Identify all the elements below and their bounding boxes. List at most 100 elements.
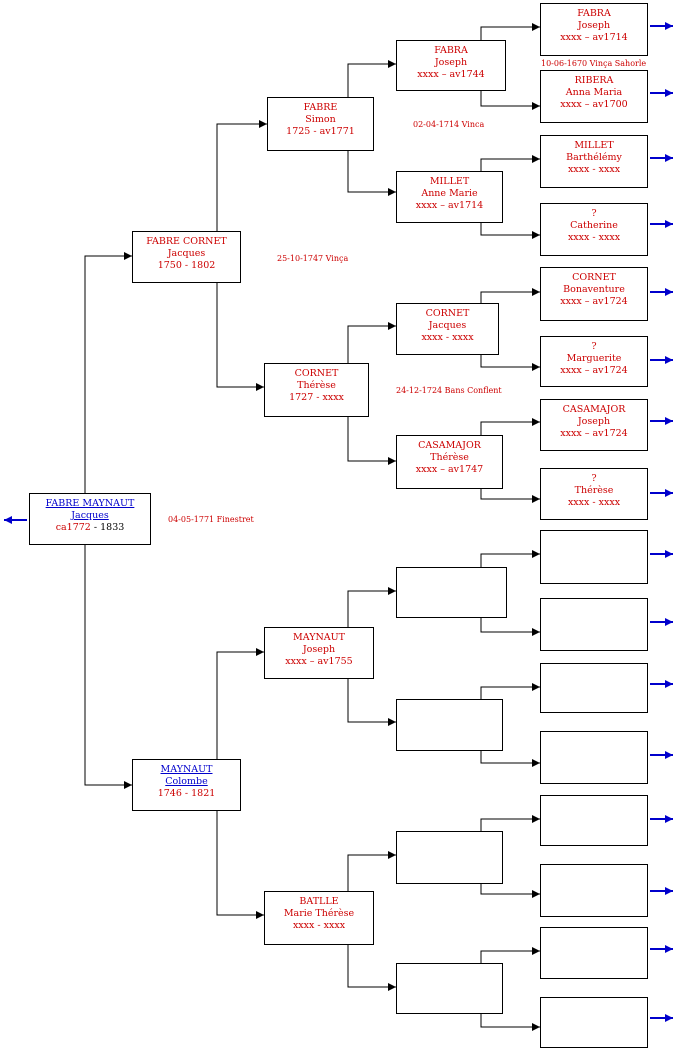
person-mmfm-empty[interactable] [540,864,648,917]
person-fmmm-given: Thérèse [574,485,614,496]
connector-root-father [84,252,132,493]
person-fmm[interactable]: CASAMAJOR Thérèse xxxx – av1747 [396,435,503,489]
connector-mm-mmf [347,851,396,891]
person-mf-surname: MAYNAUT [293,632,345,643]
person-ff[interactable]: FABRE Simon 1725 - av1771 [267,97,374,151]
person-fmfm-surname: ? [591,341,597,352]
marriage-father-parents: 25-10-1747 Vinça [277,254,349,263]
person-root-surname[interactable]: FABRE MAYNAUT [45,498,135,509]
person-mfff-empty[interactable] [540,530,648,584]
person-mmf-empty[interactable] [396,831,503,884]
person-fff-dates: xxxx – av1744 [417,69,485,80]
connector-mf-mff [347,587,396,627]
connector-mmm-mmmm [480,1014,540,1031]
person-ffff[interactable]: FABRA Joseph xxxx – av1714 [540,3,648,56]
person-ff-given: Simon [305,114,336,125]
person-mf-dates: xxxx – av1755 [285,656,353,667]
connector-ff-ffm [347,151,396,196]
person-fffm[interactable]: RIBERA Anna Maria xxxx – av1700 [540,70,648,123]
person-fm-dates: 1727 - xxxx [289,392,344,403]
person-ffmm[interactable]: ? Catherine xxxx - xxxx [540,203,648,256]
person-fmmm[interactable]: ? Thérèse xxxx - xxxx [540,468,648,520]
person-fmf[interactable]: CORNET Jacques xxxx - xxxx [396,303,499,355]
person-fffm-given: Anna Maria [565,87,623,98]
person-root-born: ca1772 [55,522,91,533]
person-mfmf-empty[interactable] [540,663,648,713]
connector-mother-mf [216,648,264,759]
person-mother-given[interactable]: Colombe [165,776,208,787]
person-mffm-empty[interactable] [540,598,648,651]
person-father[interactable]: FABRE CORNET Jacques 1750 - 1802 [132,231,241,283]
connector-father-ff [216,120,267,231]
person-father-surname: FABRE CORNET [146,236,227,247]
person-fmmm-dates: xxxx - xxxx [567,497,621,508]
connector-fm-fmf [347,322,396,363]
connector-mmf-mmfm [480,884,540,898]
marriage-fff-parents: 10-06-1670 Vinça Sahorle [541,59,647,68]
connector-fff-fffm [480,91,540,110]
person-fmf-surname: CORNET [425,308,470,319]
person-ffmm-dates: xxxx - xxxx [567,232,621,243]
person-mm-dates: xxxx - xxxx [292,920,346,931]
connector-ff-fff [347,60,396,97]
person-fm-given: Thérèse [297,380,336,391]
person-root-dates: ca1772 - 1833 [30,522,150,534]
marriage-fm-parents: 24-12-1724 Bans Conflent [396,386,502,395]
person-father-given: Jacques [167,248,206,259]
person-ff-dates: 1725 - av1771 [286,126,355,137]
person-fff-surname: FABRA [434,45,468,56]
person-mm[interactable]: BATLLE Marie Thérèse xxxx - xxxx [264,891,374,945]
person-ffmm-given: Catherine [570,220,618,231]
person-fmfm-dates: xxxx – av1724 [560,365,628,376]
person-fmm-given: Thérèse [430,452,469,463]
person-fmmf-dates: xxxx – av1724 [560,428,628,439]
person-fm[interactable]: CORNET Thérèse 1727 - xxxx [264,363,369,417]
connector-root-mother [84,545,132,789]
connector-fmf-fmff [480,288,540,303]
person-father-dates: 1750 - 1802 [157,260,216,271]
person-ff-surname: FABRE [303,102,338,113]
person-root-given[interactable]: Jacques [71,510,109,521]
connector-mfm-mfmm [480,751,540,767]
person-ffmf-surname: MILLET [574,140,614,151]
person-mother[interactable]: MAYNAUT Colombe 1746 - 1821 [132,759,241,811]
person-mother-surname[interactable]: MAYNAUT [160,764,213,775]
person-mmmf-empty[interactable] [540,927,648,979]
person-ffmm-surname: ? [591,208,597,219]
person-fffm-dates: xxxx – av1700 [560,99,628,110]
person-fff-given: Joseph [434,57,468,68]
person-fff[interactable]: FABRA Joseph xxxx – av1744 [396,40,506,91]
connector-ffm-ffmm [480,223,540,239]
person-ffff-surname: FABRA [577,8,611,19]
person-fmff-dates: xxxx – av1724 [560,296,628,307]
connector-mf-mfm [347,679,396,726]
person-fmfm[interactable]: ? Marguerite xxxx – av1724 [540,336,648,387]
person-ffm[interactable]: MILLET Anne Marie xxxx – av1714 [396,171,503,223]
person-mm-given: Marie Thérèse [283,908,355,919]
marriage-root-parents: 04-05-1771 Finestret [168,515,254,524]
person-fmff[interactable]: CORNET Bonaventure xxxx – av1724 [540,267,648,321]
person-root[interactable]: FABRE MAYNAUT Jacques ca1772 - 1833 [29,493,151,545]
connector-mfm-mfmf [480,683,540,699]
connector-fff-ffff [480,23,540,40]
person-ffmf[interactable]: MILLET Barthélémy xxxx - xxxx [540,135,648,188]
person-mmff-empty[interactable] [540,795,648,846]
person-fmmf-given: Joseph [577,416,611,427]
person-root-sep: - [90,522,101,533]
person-fmmf[interactable]: CASAMAJOR Joseph xxxx – av1724 [540,399,648,451]
person-fmmf-surname: CASAMAJOR [562,404,626,415]
person-ffff-dates: xxxx – av1714 [560,32,628,43]
person-mmm-empty[interactable] [396,963,503,1014]
person-ffm-given: Anne Marie [421,188,478,199]
person-fmf-given: Jacques [428,320,467,331]
person-mmmm-empty[interactable] [540,997,648,1048]
person-mf[interactable]: MAYNAUT Joseph xxxx – av1755 [264,627,374,679]
person-ffff-given: Joseph [577,20,611,31]
person-mff-empty[interactable] [396,567,507,618]
connector-fmm-fmmf [480,418,540,435]
person-mfmm-empty[interactable] [540,731,648,784]
person-fmfm-given: Marguerite [566,353,622,364]
connector-fm-fmm [347,417,396,465]
person-mfm-empty[interactable] [396,699,503,751]
